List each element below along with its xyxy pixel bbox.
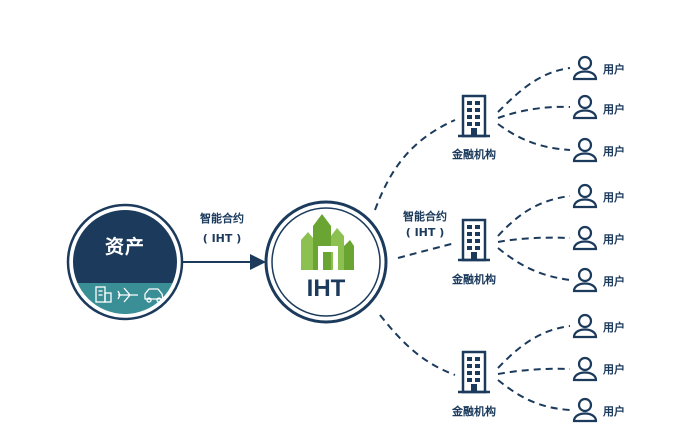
user-label: 用户 [603,405,625,418]
user-icon [572,267,598,293]
bank-building-icon [458,350,490,394]
user-label: 用户 [603,145,625,158]
asset-node [66,203,184,321]
hub-connectors [374,119,456,376]
user-label: 用户 [603,191,625,204]
user-label: 用户 [603,275,625,288]
bank-building-icon [458,94,490,138]
user-label: 用户 [603,363,625,376]
institution-label: 金融机构 [452,405,496,418]
connector-hub-inst-3 [379,314,456,376]
user-label: 用户 [603,321,625,334]
institution-label: 金融机构 [452,148,496,161]
user-icon [572,137,598,163]
hub-node [264,200,388,324]
user-icon [572,397,598,423]
hub-label: IHT [306,275,346,302]
institutions-layer [458,55,598,423]
user-icon [572,55,598,81]
contract-right-line2: ( IHT ) [405,226,445,239]
user-icon [572,183,598,209]
building-icon [95,286,112,303]
user-icon [572,313,598,339]
car-icon [144,288,164,303]
user-connectors [497,67,571,411]
user-icon [572,225,598,251]
asset-title: 资产 [104,236,145,258]
contract-left-line2: ( IHT ) [202,232,242,245]
institution-label: 金融机构 [452,273,496,286]
bank-building-icon [458,218,490,262]
iht-buildings-logo [301,214,354,270]
user-icon [572,356,598,382]
connector-hub-inst-1 [374,119,456,211]
user-label: 用户 [603,63,625,76]
airplane-icon [117,287,138,303]
contract-left-line1: 智能合约 [200,212,244,225]
contract-right-line1: 智能合约 [403,210,447,223]
user-icon [572,94,598,120]
user-label: 用户 [603,233,625,246]
connector-hub-inst-2 [397,242,456,259]
user-label: 用户 [603,103,625,116]
